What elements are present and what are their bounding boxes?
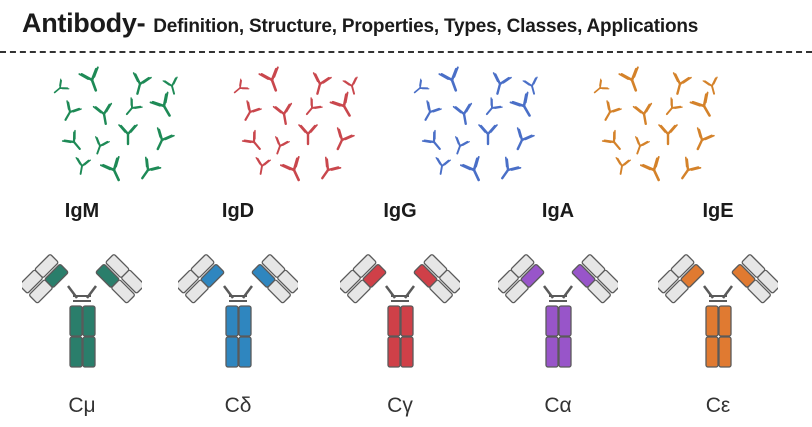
heavy-chain-label: Cε bbox=[705, 394, 731, 417]
dashed-divider bbox=[0, 51, 812, 53]
antibody-structure-iga bbox=[498, 236, 618, 386]
antibody-structure-igg bbox=[340, 236, 460, 386]
heavy-chain-label: Cγ bbox=[387, 394, 413, 417]
class-igg: IgG Cγ bbox=[330, 200, 470, 427]
header: Antibody- Definition, Structure, Propert… bbox=[0, 0, 812, 52]
heavy-chain-label: Cα bbox=[544, 394, 572, 417]
antibody-structure-igm bbox=[22, 236, 142, 386]
antibody-cluster-red bbox=[232, 62, 372, 187]
antibody-icon bbox=[178, 254, 298, 368]
class-ige: IgE Cε bbox=[648, 200, 788, 427]
page-title: Antibody- bbox=[22, 8, 146, 38]
antibody-icon bbox=[498, 254, 618, 368]
class-igd: IgD Cδ bbox=[168, 200, 308, 427]
antibody-cluster-icon bbox=[233, 66, 358, 182]
class-name-label: IgD bbox=[221, 200, 255, 222]
class-name-label: IgM bbox=[64, 200, 100, 222]
antibody-structure-ige bbox=[658, 236, 778, 386]
antibody-icon bbox=[658, 254, 778, 368]
class-igm: IgM Cμ bbox=[12, 200, 152, 427]
antibody-structure-igd bbox=[178, 236, 298, 386]
antibody-icon bbox=[22, 254, 142, 368]
heavy-chain-label: Cμ bbox=[68, 394, 96, 417]
class-name-label: IgG bbox=[383, 200, 417, 222]
heavy-chain-label: Cδ bbox=[224, 394, 252, 417]
antibody-cluster-icon bbox=[593, 66, 718, 182]
antibody-icon bbox=[340, 254, 460, 368]
class-name-label: IgA bbox=[541, 200, 575, 222]
page-subtitle: Definition, Structure, Properties, Types… bbox=[153, 16, 699, 37]
class-name-label: IgE bbox=[702, 200, 734, 222]
class-iga: IgA Cα bbox=[488, 200, 628, 427]
antibody-cluster-orange bbox=[592, 62, 732, 187]
antibody-cluster-blue bbox=[412, 62, 552, 187]
antibody-cluster-green bbox=[52, 62, 192, 187]
antibody-cluster-icon bbox=[413, 66, 538, 182]
antibody-cluster-icon bbox=[53, 66, 178, 182]
